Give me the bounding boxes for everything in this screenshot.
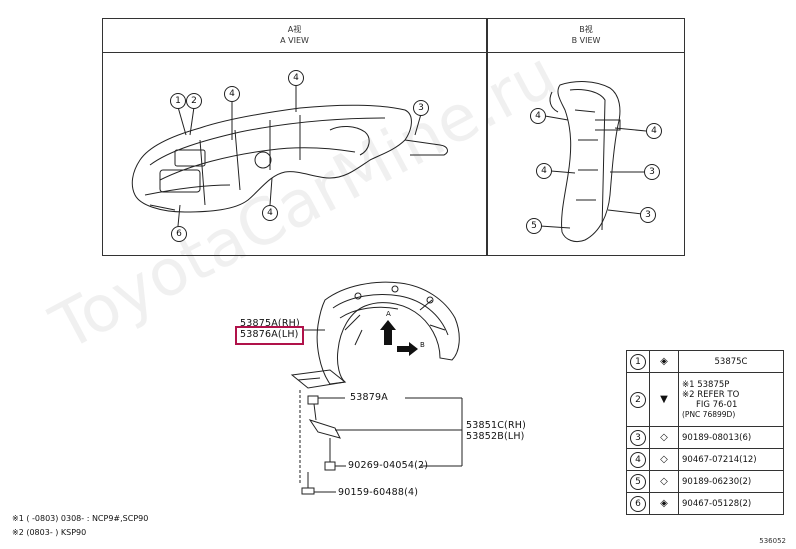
highlight-box: [235, 326, 304, 345]
part-90159-label[interactable]: 90159-60488(4): [338, 487, 419, 498]
legend-row-4-part[interactable]: 90467-07214(12): [678, 448, 784, 471]
legend-row-4: 4 ◇ 90467-07214(12): [626, 448, 784, 471]
legend-row-3: 3 ◇ 90189-08013(6): [626, 426, 784, 449]
legend-row-2-num: 2: [626, 372, 650, 427]
legend-row-2-line-4: (PNC 76899D): [682, 409, 736, 419]
a-view-callout-4-left: 4: [224, 86, 240, 102]
legend-row-6-part[interactable]: 90467-05128(2): [678, 492, 784, 515]
b-view-frame: B视 B VIEW: [487, 18, 685, 256]
legend-row-2: 2 ▼ ※1 53875P ※2 REFER TO FIG 76-01 (PNC…: [626, 372, 784, 427]
figure-id: 536052: [759, 537, 786, 545]
clip-icon: ◈: [649, 492, 679, 515]
legend-row-2-line-2: ※2 REFER TO: [682, 389, 740, 400]
a-view-liner-drawing: [131, 104, 448, 213]
b-view-leaders: [539, 115, 647, 229]
b-view-callout-5: 5: [526, 218, 542, 234]
arrow-a-label: A: [386, 310, 391, 318]
b-view-callout-4-c: 4: [536, 163, 552, 179]
part-90269-label[interactable]: 90269-04054(2): [348, 460, 429, 471]
legend-callout-6: 6: [630, 495, 646, 512]
legend-row-2-part[interactable]: ※1 53875P ※2 REFER TO FIG 76-01 (PNC 768…: [678, 372, 784, 427]
pin-icon: ▼: [649, 372, 679, 427]
legend-callout-1: 1: [630, 353, 646, 370]
fastener-legend-table: 1 ◈ 53875C 2 ▼ ※1 53875P ※2 REFER TO FIG…: [626, 350, 784, 515]
a-view-callout-4-top: 4: [288, 70, 304, 86]
footnote-2: ※2 (0803- ) KSP90: [12, 528, 87, 537]
main-liner-drawing: [290, 281, 460, 389]
b-view-header: B视 B VIEW: [488, 19, 684, 53]
view-direction-arrows: [380, 320, 418, 356]
legend-row-6-num: 6: [626, 492, 650, 515]
clip-icon: ◈: [649, 350, 679, 373]
a-view-header: A视 A VIEW: [103, 19, 486, 53]
arrow-b-label: B: [420, 341, 426, 349]
a-view-subtitle: A VIEW: [280, 36, 309, 45]
b-view-callout-4-b: 4: [646, 123, 662, 139]
legend-row-3-num: 3: [626, 426, 650, 449]
b-view-callout-3-b: 3: [640, 207, 656, 223]
part-53879a-label[interactable]: 53879A: [350, 392, 388, 403]
a-view-leaders: [177, 84, 422, 227]
legend-callout-3: 3: [630, 429, 646, 446]
b-view-title: B视: [579, 25, 593, 34]
part-53852b-label[interactable]: 53852B(LH): [466, 431, 525, 442]
b-view-callout-3-a: 3: [644, 164, 660, 180]
part-53851c-label[interactable]: 53851C(RH): [466, 420, 527, 431]
legend-row-1: 1 ◈ 53875C: [626, 350, 784, 373]
legend-callout-5: 5: [630, 473, 646, 490]
a-view-callout-3: 3: [413, 100, 429, 116]
clip-icon: ◇: [649, 448, 679, 471]
legend-callout-2: 2: [630, 391, 646, 408]
clip-icon: ◇: [649, 426, 679, 449]
a-view-callout-1: 1: [170, 93, 186, 109]
clip-icon: ◇: [649, 470, 679, 493]
bracket-and-fasteners: [299, 329, 463, 495]
legend-row-1-num: 1: [626, 350, 650, 373]
a-view-title: A视: [287, 25, 302, 34]
a-view-callout-4-bottom: 4: [262, 205, 278, 221]
legend-row-2-line-3: FIG 76-01: [696, 399, 738, 410]
legend-row-5-num: 5: [626, 470, 650, 493]
b-view-subtitle: B VIEW: [571, 36, 601, 45]
part-53875a-label[interactable]: 53875A(RH): [240, 318, 300, 329]
legend-row-2-line-1: ※1 53875P: [682, 379, 730, 390]
legend-row-5-part[interactable]: 90189-06230(2): [678, 470, 784, 493]
part-53876a-label[interactable]: 53876A(LH): [240, 329, 299, 340]
b-view-liner-drawing: [549, 81, 621, 243]
legend-row-5: 5 ◇ 90189-06230(2): [626, 470, 784, 493]
footnote-1: ※1 ( -0803) 0308- : NCP9#,SCP90: [12, 514, 149, 523]
legend-row-3-part[interactable]: 90189-08013(6): [678, 426, 784, 449]
legend-callout-4: 4: [630, 451, 646, 468]
b-view-callout-4-a: 4: [530, 108, 546, 124]
legend-row-4-num: 4: [626, 448, 650, 471]
a-view-frame: A视 A VIEW: [102, 18, 487, 256]
a-view-callout-6: 6: [171, 226, 187, 242]
legend-row-6: 6 ◈ 90467-05128(2): [626, 492, 784, 515]
a-view-callout-2: 2: [186, 93, 202, 109]
legend-row-1-part[interactable]: 53875C: [678, 350, 784, 373]
